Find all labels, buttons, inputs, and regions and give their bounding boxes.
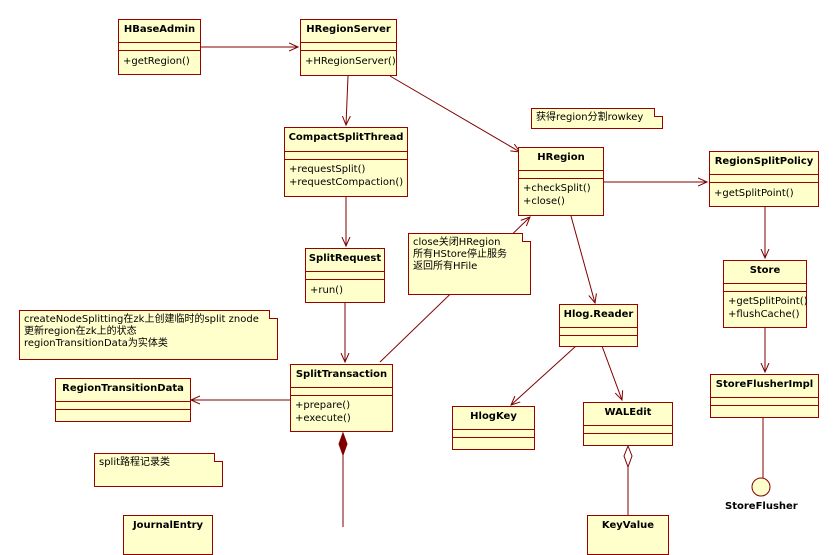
attributes-compartment [56,401,190,402]
operations-compartment [291,395,392,396]
operations-compartment [711,405,818,406]
class-splitrequest[interactable]: SplitRequest +run() [305,248,385,303]
note-fold-corner [654,108,663,117]
class-keyvalue[interactable]: KeyValue [587,515,669,555]
interface-storeflusher-label: StoreFlusher [725,501,798,512]
composition-diamond [338,431,348,457]
note-fold-corner [269,310,278,319]
note-line: split路程记录类 [99,457,171,468]
operation: +run() [310,285,343,296]
note-line: close关闭HRegion [413,237,501,248]
note-line: regionTransitionData为实体类 [24,338,168,349]
operation: +getSplitPoint() [714,188,794,199]
class-hbaseadmin[interactable]: HBaseAdmin +getRegion() [118,19,201,75]
note-rowkey[interactable]: 获得region分割rowkey [531,108,663,129]
note-zk[interactable]: createNodeSplitting在zk上创建临时的split znode … [19,310,278,360]
attributes-compartment [711,397,818,398]
class-name: SplitTransaction [295,369,388,380]
operations-compartment [724,291,806,292]
class-journalentry[interactable]: JournalEntry [123,515,213,555]
attributes-compartment [560,327,637,328]
class-splittransaction[interactable]: SplitTransaction +prepare() +execute() [290,364,393,432]
operation: +prepare() [295,400,351,411]
assoc-hregionserver-hregion [389,75,520,152]
note-fold-corner [522,233,531,242]
attributes-compartment [291,387,392,388]
operation: +getRegion() [123,56,190,67]
operations-compartment [584,433,672,434]
class-name: HBaseAdmin [123,24,196,35]
note-fold-corner [214,453,223,462]
attributes-compartment [710,174,818,175]
class-waledit[interactable]: WALEdit [583,402,673,446]
class-hlogreader[interactable]: Hlog.Reader [559,304,638,347]
assoc-hlogreader-hlogkey [511,345,577,405]
storeflusher-interface-icon [751,477,771,497]
operations-compartment [453,437,534,438]
note-close[interactable]: close关闭HRegion 所有HStore停止服务 返回所有HFile [408,233,531,295]
attributes-compartment [724,283,806,284]
assoc-hlogreader-waledit [601,345,622,400]
class-name: CompactSplitThread [288,132,404,143]
class-store[interactable]: Store +getSplitPoint() +flushCache() [723,260,808,328]
class-name: HRegionServer [306,24,391,35]
class-name: Store [749,265,781,276]
attributes-compartment [519,170,603,171]
operations-compartment [306,279,384,280]
operation: +close() [523,196,565,207]
class-storeflusherimpl[interactable]: StoreFlusherImpl [710,374,819,418]
operation: +requestSplit() [289,164,366,175]
class-hregion[interactable]: HRegion +checkSplit() +close() [518,147,604,216]
class-regiontransitiondata[interactable]: RegionTransitionData [55,378,191,422]
operations-compartment [519,178,603,179]
attributes-compartment [584,425,672,426]
attributes-compartment [306,271,384,272]
attributes-compartment [301,42,396,43]
attributes-compartment [285,151,407,152]
class-name: StoreFlusherImpl [715,379,814,390]
operations-compartment [560,335,637,336]
class-hregionserver[interactable]: HRegionServer +HRegionServer() [300,19,397,76]
assoc-hregionserver-compactsplitthread [346,75,348,125]
note-line: 更新region在zk上的状态 [24,326,137,337]
note-line: 返回所有HFile [413,261,478,272]
class-name: WALEdit [604,407,652,418]
aggregation-diamond [623,444,633,469]
class-name: SplitRequest [308,253,382,264]
operations-compartment [301,50,396,51]
operations-compartment [710,182,818,183]
note-line: 所有HStore停止服务 [413,249,507,260]
class-compactsplitthread[interactable]: CompactSplitThread +requestSplit() +requ… [284,127,408,197]
note-splitlog[interactable]: split路程记录类 [94,453,223,487]
class-name: HRegion [537,152,585,163]
diagram-connectors [0,0,771,527]
class-name: Hlog.Reader [563,309,634,320]
operation: +checkSplit() [523,183,591,194]
class-name: RegionSplitPolicy [714,156,814,167]
attributes-compartment [453,429,534,430]
class-hlogkey[interactable]: HlogKey [452,406,535,450]
class-name: HlogKey [470,411,517,422]
class-name: JournalEntry [132,520,204,531]
operations-compartment [285,159,407,160]
operation: +execute() [295,413,351,424]
operation: +requestCompaction() [289,177,404,188]
attributes-compartment [119,42,200,43]
operation: +HRegionServer() [305,56,396,67]
operation: +getSplitPoint() [728,296,808,307]
class-name: KeyValue [601,520,655,531]
note-line: createNodeSplitting在zk上创建临时的split znode [24,314,259,325]
class-name: RegionTransitionData [62,383,184,394]
note-line: 获得region分割rowkey [536,112,644,123]
operations-compartment [56,409,190,410]
operation: +flushCache() [728,309,800,320]
assoc-hregion-hlogreader [570,215,595,303]
operations-compartment [119,50,200,51]
class-regionsplitpolicy[interactable]: RegionSplitPolicy +getSplitPoint() [709,151,819,207]
